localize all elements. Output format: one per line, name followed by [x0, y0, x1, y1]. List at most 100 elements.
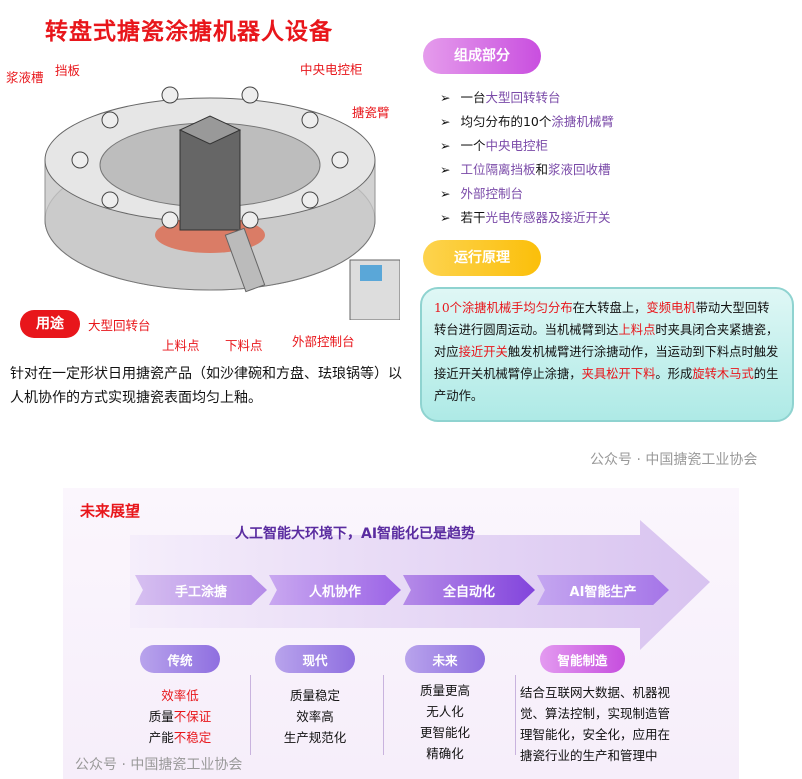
line-part: 不保证	[173, 709, 212, 724]
machine-illustration	[44, 86, 400, 320]
line-part: 理智能化，安全化，应用在	[520, 727, 671, 742]
component-item: ➢ 工位隔离挡板和浆液回收槽	[440, 158, 614, 182]
operation-text: 触发机械臂进行涂搪动作，当运动到下料点时触发接近开关机械臂停止涂搪，	[434, 345, 779, 381]
page-title: 转盘式搪瓷涂搪机器人设备	[45, 19, 333, 45]
column-future: 未来	[405, 645, 485, 673]
item-text: 一台	[460, 90, 486, 105]
item-text: 均匀分布的10个	[460, 114, 552, 129]
operation-text: 带动大型回转转台进行圆周运动。当机械臂到达	[434, 301, 770, 337]
operation-text: 的生产动作。	[434, 367, 779, 403]
operation-description: 10个涂搪机械手均匀分布在大转盘上，变频电机带动大型回转转台进行圆周运动。当机械…	[420, 287, 794, 422]
line-part: 不稳定	[173, 730, 212, 745]
watermark: 公众号 · 中国搪瓷工业协会	[590, 452, 758, 468]
line-part: 觉、算法控制，实现制造管	[520, 706, 671, 721]
column-line: 更智能化	[385, 722, 505, 743]
column-line: 理智能化，安全化，应用在	[520, 724, 730, 745]
column-pill: 传统	[140, 645, 220, 673]
arrow-bullet-icon: ➢	[440, 162, 451, 177]
label-loading-point: 上料点	[162, 338, 200, 353]
future-headline: 人工智能大环境下，AI智能化已是趋势	[235, 526, 476, 542]
column-line: 产能不稳定	[120, 727, 240, 748]
operation-text: 夹具松开下料	[581, 367, 656, 381]
item-text: 大型回转转台	[485, 90, 561, 105]
line-part: 搪瓷行业的生产和管理中	[520, 748, 658, 763]
operation-text: 时夹具闭合夹紧搪瓷，对应	[434, 323, 779, 359]
column-smart: 智能制造	[540, 645, 625, 673]
line-part: 效率高	[296, 709, 334, 724]
line-part: 更智能化	[419, 725, 470, 740]
item-text: 若干	[460, 210, 486, 225]
stage-step: 全自动化	[403, 575, 535, 605]
operation-text: 10个涂搪机械手均匀分布	[434, 301, 573, 315]
column-line: 结合互联网大数据、机器视	[520, 682, 730, 703]
arrow-bullet-icon: ➢	[440, 138, 451, 153]
component-item: ➢ 均匀分布的10个涂搪机械臂	[440, 110, 614, 134]
label-slurry-tank: 浆液槽	[6, 70, 44, 85]
column-line: 觉、算法控制，实现制造管	[520, 703, 730, 724]
stage-step: AI智能生产	[537, 575, 669, 605]
item-text: 一个	[460, 138, 486, 153]
column-line: 质量更高	[385, 680, 505, 701]
operation-text: 在大转盘上，	[572, 301, 647, 315]
component-item: ➢ 一个中央电控柜	[440, 134, 614, 158]
label-turntable: 大型回转台	[88, 318, 151, 333]
item-text: 光电传感器及接近开关	[485, 210, 611, 225]
operation-header: 运行原理	[423, 240, 541, 276]
label-enamel-arm: 搪瓷臂	[352, 105, 390, 120]
column-pill: 智能制造	[540, 645, 625, 673]
components-list: ➢ 一台大型回转转台 ➢ 均匀分布的10个涂搪机械臂 ➢ 一个中央电控柜 ➢ 工位隔离挡板和浆…	[440, 86, 614, 230]
use-button[interactable]: 用途	[20, 310, 80, 338]
line-part: 质量稳定	[289, 688, 340, 703]
arrow-bullet-icon: ➢	[440, 210, 451, 225]
line-part: 产能	[148, 730, 174, 745]
use-description: 针对在一定形状日用搪瓷产品（如沙律碗和方盘、珐琅锅等）以人机协作的方式实现搪瓷表…	[10, 366, 402, 406]
components-header: 组成部分	[423, 38, 541, 74]
divider	[515, 675, 516, 755]
line-part: 质量更高	[419, 683, 470, 698]
column-line: 精确化	[385, 743, 505, 764]
arrow-bullet-icon: ➢	[440, 90, 451, 105]
line-part: 结合互联网大数据、机器视	[520, 685, 671, 700]
operation-text: 变频电机	[646, 301, 696, 315]
column-line: 生产规范化	[255, 727, 375, 748]
column-pill: 现代	[275, 645, 355, 673]
label-central-cabinet: 中央电控柜	[300, 62, 363, 77]
line-part: 质量	[148, 709, 174, 724]
component-item: ➢ 若干光电传感器及接近开关	[440, 206, 614, 230]
label-unloading-point: 下料点	[225, 338, 263, 353]
component-item: ➢ 外部控制台	[440, 182, 614, 206]
item-text: 浆液回收槽	[548, 162, 611, 177]
column-text: 结合互联网大数据、机器视觉、算法控制，实现制造管理智能化，安全化，应用在搪瓷行业…	[520, 682, 730, 766]
operation-text: 接近开关	[458, 345, 508, 359]
line-part: 精确化	[426, 746, 464, 761]
column-line: 搪瓷行业的生产和管理中	[520, 745, 730, 766]
operation-text: 旋转木马式	[692, 367, 754, 381]
item-text: 和	[535, 162, 549, 177]
column-text: 质量更高无人化更智能化精确化	[385, 680, 505, 764]
watermark: 公众号 · 中国搪瓷工业协会	[75, 757, 243, 773]
item-text: 中央电控柜	[485, 138, 549, 153]
column-text: 效率低质量不保证产能不稳定	[120, 685, 240, 748]
line-part: 效率低	[161, 688, 199, 703]
line-part: 生产规范化	[283, 730, 347, 745]
divider	[383, 675, 384, 755]
label-baffle: 挡板	[55, 63, 81, 78]
label-external-console: 外部控制台	[292, 334, 355, 349]
column-pill: 未来	[405, 645, 485, 673]
divider	[250, 675, 251, 755]
column-line: 质量稳定	[255, 685, 375, 706]
column-line: 效率高	[255, 706, 375, 727]
column-traditional: 传统	[140, 645, 220, 673]
arrow-bullet-icon: ➢	[440, 186, 451, 201]
item-text: 外部控制台	[460, 186, 523, 201]
arrow-bullet-icon: ➢	[440, 114, 451, 129]
component-item: ➢ 一台大型回转转台	[440, 86, 614, 110]
column-line: 效率低	[120, 685, 240, 706]
item-text: 涂搪机械臂	[551, 114, 614, 129]
operation-text: 上料点	[618, 323, 656, 337]
item-text: 工位隔离挡板	[460, 162, 536, 177]
future-title: 未来展望	[80, 502, 141, 520]
stage-step: 人机协作	[269, 575, 401, 605]
column-line: 无人化	[385, 701, 505, 722]
